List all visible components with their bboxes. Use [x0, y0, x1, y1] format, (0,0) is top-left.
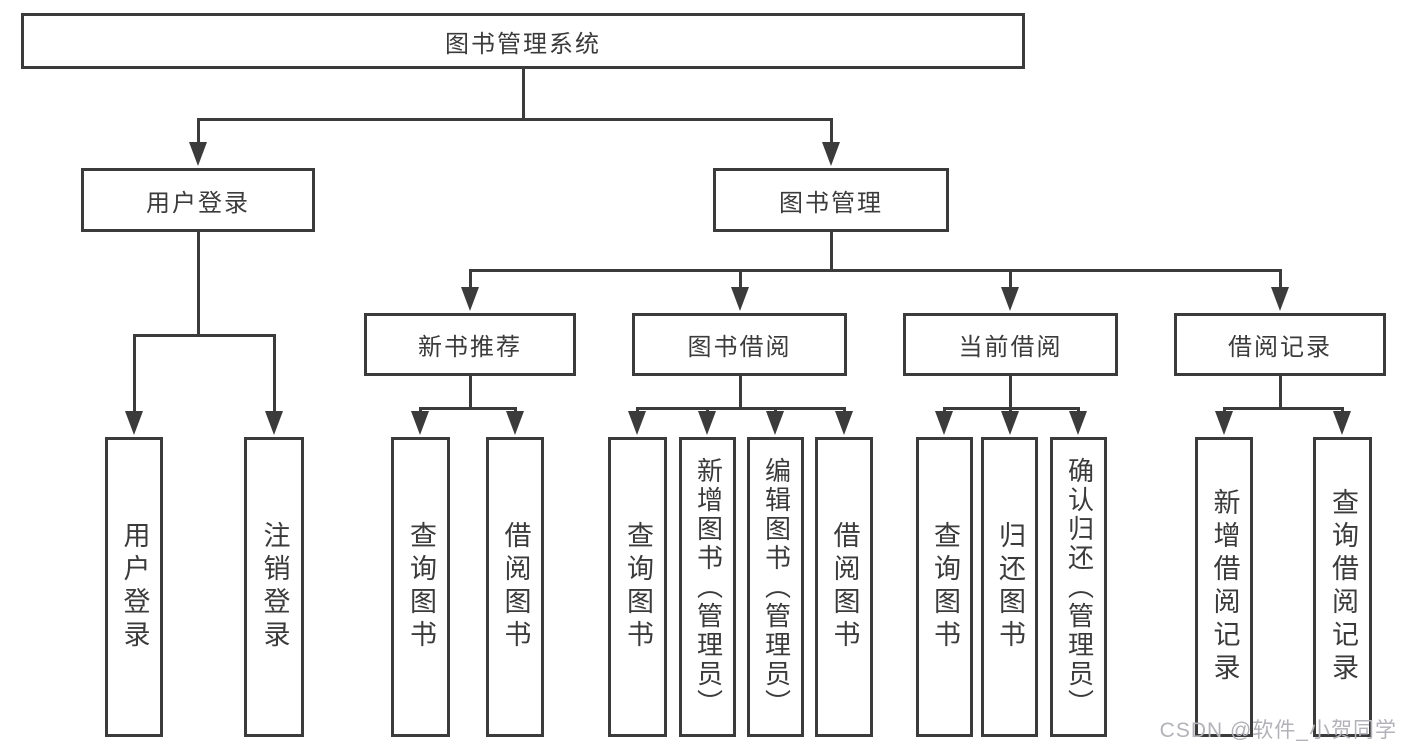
node-label: 查询图书	[623, 521, 654, 653]
node-label: 图书管理系统	[445, 30, 601, 58]
csdn-watermark: CSDN @软件_小贺同学	[1159, 719, 1397, 742]
node-query-books-current: 查询图书	[916, 437, 973, 737]
arrowhead-down-icon	[1069, 411, 1087, 435]
node-label: 新增借阅记录	[1209, 488, 1240, 686]
arrowhead-down-icon	[1271, 287, 1289, 311]
connector-line	[1278, 376, 1282, 409]
node-borrow-books: 借阅图书	[815, 437, 873, 737]
node-label: 当前借阅	[958, 334, 1063, 361]
arrowhead-down-icon	[125, 411, 143, 435]
arrowhead-down-icon	[506, 411, 524, 435]
node-return-books: 归还图书	[981, 437, 1038, 737]
arrowhead-down-icon	[731, 287, 749, 311]
node-user-login: 用户登录	[105, 437, 163, 737]
node-label: 图书借阅	[687, 334, 792, 361]
node-query-borrow-record: 查询借阅记录	[1313, 437, 1372, 737]
node-confirm-return-admin: 确认归还（管理员）	[1050, 437, 1107, 737]
node-label: 查询图书	[930, 521, 961, 653]
node-borrow-records: 借阅记录	[1174, 313, 1386, 376]
arrowhead-down-icon	[766, 411, 784, 435]
node-new-book-recommend: 新书推荐	[364, 313, 576, 376]
arrowhead-down-icon	[1001, 287, 1019, 311]
connector-line	[272, 335, 276, 415]
node-query-books-borrow: 查询图书	[608, 437, 667, 737]
node-label: 借阅图书	[500, 521, 531, 653]
node-current-borrow: 当前借阅	[903, 313, 1118, 376]
node-logout: 注销登录	[244, 437, 304, 737]
node-label: 注销登录	[259, 521, 290, 653]
connector-line	[829, 232, 833, 272]
node-label: 用户登录	[119, 521, 150, 653]
connector-line	[635, 407, 846, 410]
arrowhead-down-icon	[461, 287, 479, 311]
connector-line	[1222, 407, 1344, 410]
node-label: 编辑图书（管理员）	[761, 456, 792, 718]
arrowhead-down-icon	[411, 411, 429, 435]
node-edit-book-admin: 编辑图书（管理员）	[747, 437, 804, 737]
node-label: 归还图书	[995, 521, 1026, 653]
connector-line	[1278, 270, 1282, 292]
node-system: 图书管理系统	[21, 13, 1025, 69]
arrowhead-down-icon	[1001, 411, 1019, 435]
connector-line	[738, 270, 742, 292]
arrowhead-down-icon	[935, 411, 953, 435]
node-label: 借阅图书	[829, 521, 860, 653]
connector-line	[738, 376, 742, 409]
arrowhead-down-icon	[698, 411, 716, 435]
connector-line	[468, 376, 472, 409]
connector-line	[196, 118, 833, 121]
arrowhead-down-icon	[265, 411, 283, 435]
node-book-management-branch: 图书管理	[713, 168, 949, 232]
connector-line	[132, 335, 136, 415]
node-label: 图书管理	[779, 189, 883, 217]
connector-line	[1008, 270, 1012, 292]
connector-line	[132, 334, 276, 337]
connector-line	[196, 120, 200, 150]
arrowhead-down-icon	[1333, 411, 1351, 435]
connector-line	[829, 120, 833, 150]
node-label: 借阅记录	[1228, 334, 1332, 361]
node-add-book-admin: 新增图书（管理员）	[679, 437, 736, 737]
node-label: 查询借阅记录	[1328, 488, 1359, 686]
arrowhead-down-icon	[822, 142, 840, 166]
node-label: 确认归还（管理员）	[1064, 456, 1095, 718]
node-add-borrow-record: 新增借阅记录	[1195, 437, 1253, 737]
connector-line	[418, 407, 517, 410]
connector-line	[468, 270, 472, 292]
node-label: 用户登录	[146, 189, 250, 217]
arrowhead-down-icon	[1215, 411, 1233, 435]
arrowhead-down-icon	[835, 411, 853, 435]
connector-line	[942, 407, 1080, 410]
connector-line	[196, 232, 200, 337]
node-label: 新书推荐	[418, 334, 522, 361]
connector-line	[468, 269, 1282, 272]
arrowhead-down-icon	[628, 411, 646, 435]
node-user-login-branch: 用户登录	[81, 168, 315, 232]
node-book-borrow: 图书借阅	[632, 313, 847, 376]
node-query-books-recommend: 查询图书	[391, 437, 450, 737]
node-label: 新增图书（管理员）	[693, 456, 724, 718]
node-borrow-books-recommend: 借阅图书	[486, 437, 544, 737]
connector-line	[1008, 376, 1012, 409]
arrowhead-down-icon	[189, 142, 207, 166]
node-label: 查询图书	[406, 521, 437, 653]
connector-line	[521, 69, 525, 120]
